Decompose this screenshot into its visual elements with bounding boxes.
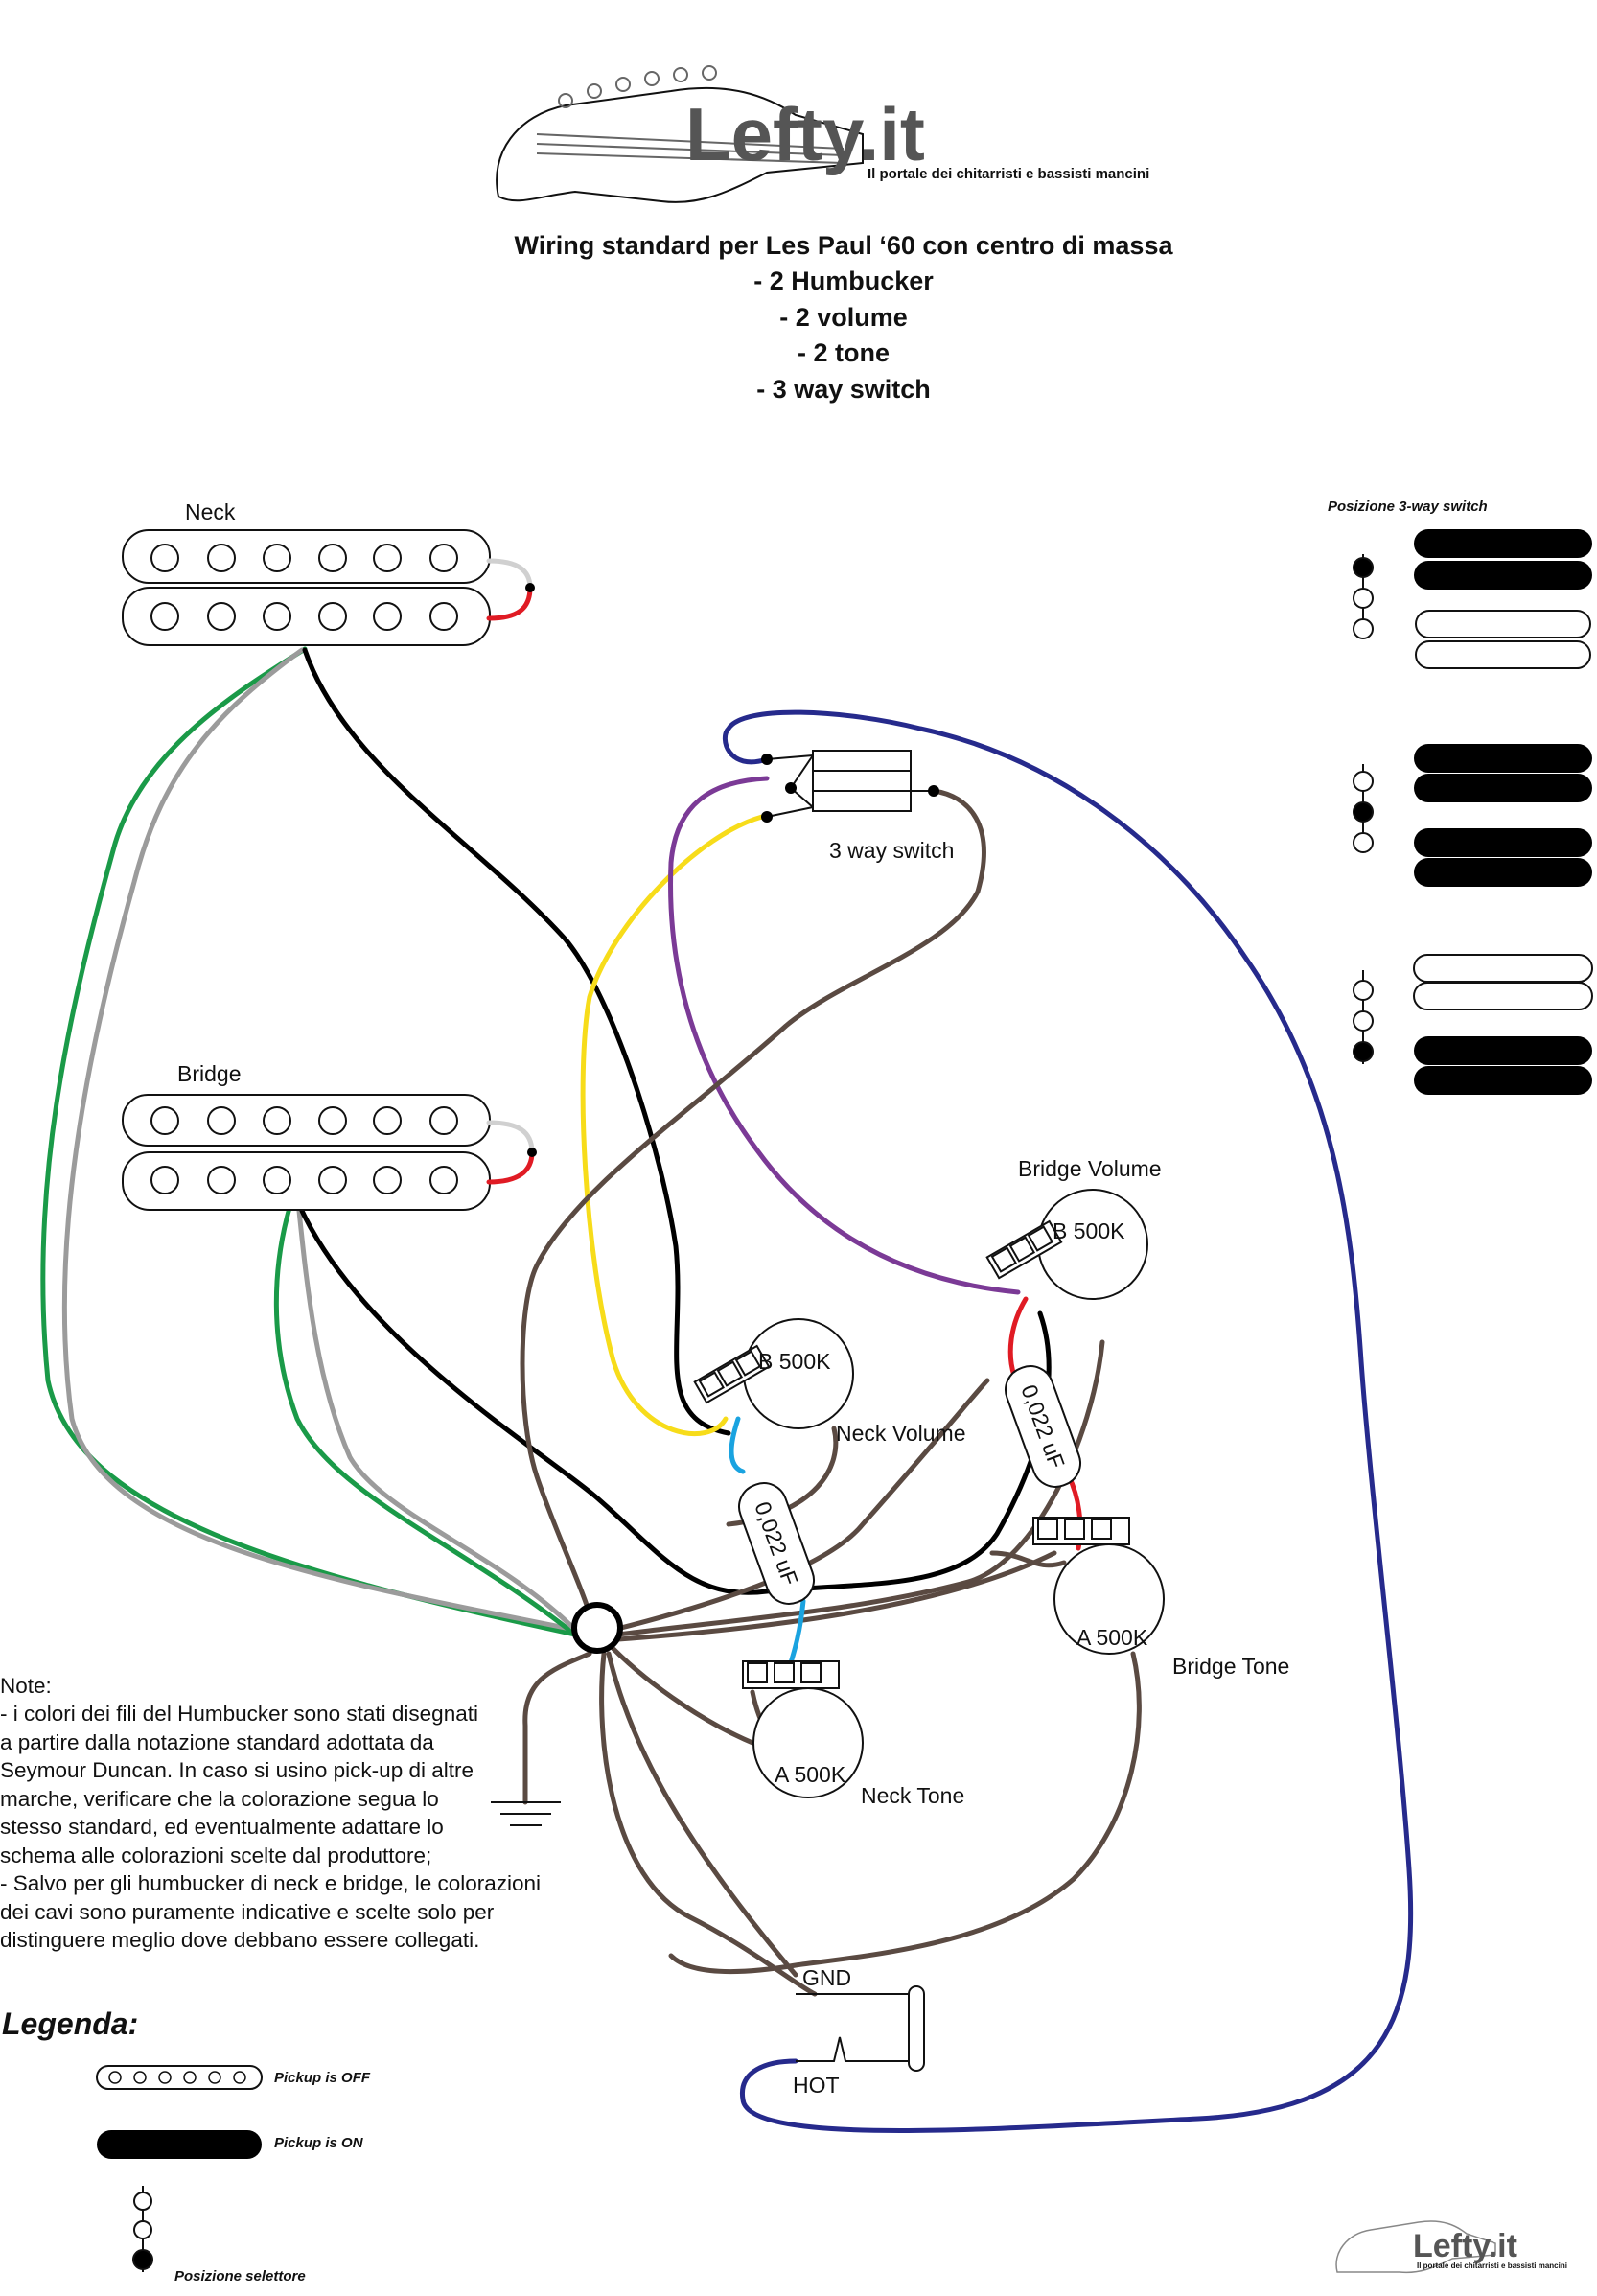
footer-logo-brand: Lefty.it: [1413, 2228, 1517, 2264]
bridge-pickup-label: Bridge: [177, 1061, 241, 1086]
bridge-tone-pot: A 500K Bridge Tone: [1032, 1517, 1289, 1679]
wire-brown-ground-1: [611, 1378, 990, 1633]
output-jack: GND HOT: [793, 1965, 925, 2098]
legend-heading: Legenda:: [2, 2006, 138, 2041]
neck-volume-label: Neck Volume: [836, 1421, 966, 1446]
title-line-2: - 2 Humbucker: [753, 267, 934, 295]
ground-star: [571, 1602, 623, 1654]
bridge-volume-pot: B 500K Bridge Volume: [985, 1156, 1162, 1300]
wire-brown-ground-4: [611, 1646, 760, 1748]
wire-bridge-black: [299, 1208, 1052, 1595]
wire-brown-ground-6: [599, 1651, 818, 1997]
ground-symbol-icon: [491, 1801, 561, 1826]
neck-tone-value: A 500K: [775, 1762, 846, 1787]
switch-position-middle: [1353, 744, 1592, 887]
legend-pickup-off: Pickup is OFF: [96, 2065, 371, 2090]
bridge-tone-value: A 500K: [1076, 1625, 1148, 1650]
wire-brown-bridge-tone: [668, 1651, 1142, 1975]
wire-yellow: [580, 814, 765, 1436]
note-line: dei cavi sono puramente indicative e sce…: [0, 1900, 495, 1924]
bridge-tone-label: Bridge Tone: [1172, 1654, 1289, 1679]
legend-selector-label: Posizione selettore: [174, 2268, 306, 2284]
ground-point-icon: [571, 1602, 623, 1654]
neck-tone-label: Neck Tone: [861, 1783, 964, 1808]
note-line: Seymour Duncan. In caso si usino pick-up…: [0, 1758, 474, 1782]
neck-pickup: Neck: [122, 499, 535, 646]
switch-label: 3 way switch: [829, 838, 954, 863]
page-title: Wiring standard per Les Paul ‘60 con cen…: [515, 231, 1174, 404]
three-way-switch: 3 way switch: [761, 750, 954, 863]
wire-brown-tone-cap: [989, 1550, 1067, 1568]
logo-brand: Lefty.it: [685, 92, 925, 176]
title-line-1: Wiring standard per Les Paul ‘60 con cen…: [515, 231, 1174, 260]
wire-cyan-neck-vol: [729, 1416, 746, 1474]
note-line: schema alle colorazioni scelte dal produ…: [0, 1844, 431, 1867]
wire-brown-switch: [520, 788, 986, 1633]
bridge-pickup: Bridge: [122, 1061, 537, 1211]
switch-position-bridge: [1353, 954, 1593, 1095]
note-line: distinguere meglio dove debbano essere c…: [0, 1928, 479, 1952]
wire-brown-ground-5: [606, 1651, 798, 1978]
note-line: - Salvo per gli humbucker di neck e brid…: [0, 1871, 541, 1895]
wire-neck-gray: [61, 647, 578, 1633]
switch-positions-title: Posizione 3-way switch: [1328, 499, 1488, 515]
neck-pickup-label: Neck: [185, 499, 236, 524]
neck-volume-value: B 500K: [758, 1349, 831, 1374]
wire-red-bridge-vol: [1007, 1296, 1029, 1379]
header-logo: Lefty.it Il portale dei chitarristi e ba…: [496, 65, 1149, 203]
headstock-outline-icon: [496, 86, 864, 203]
note-line: - i colori dei fili del Humbucker sono s…: [0, 1702, 478, 1726]
wire-neck-black: [302, 647, 731, 1436]
jack-gnd-label: GND: [802, 1965, 851, 1990]
jack-hot-label: HOT: [793, 2073, 840, 2098]
bridge-volume-value: B 500K: [1053, 1218, 1125, 1243]
legend-selector: Posizione selettore: [132, 2186, 306, 2284]
neck-volume-pot: B 500K Neck Volume: [693, 1318, 966, 1446]
wire-purple: [668, 776, 1021, 1295]
title-line-4: - 2 tone: [798, 338, 890, 367]
note-line: a partire dalla notazione standard adott…: [0, 1730, 434, 1754]
wire-neck-green: [40, 646, 578, 1637]
wire-bridge-green: [273, 1205, 578, 1637]
footer-logo-tagline: Il portale dei chitarristi e bassisti ma…: [1417, 2261, 1567, 2270]
legend-pickup-on: Pickup is ON: [97, 2130, 364, 2159]
footer-logo: Lefty.it Il portale dei chitarristi e ba…: [1335, 2220, 1567, 2274]
wire-navy: [722, 709, 1414, 2133]
bridge-volume-label: Bridge Volume: [1018, 1156, 1162, 1181]
legend-on-label: Pickup is ON: [274, 2135, 364, 2151]
headstock-small-icon: [1335, 2220, 1496, 2274]
note-line: stesso standard, ed eventualmente adatta…: [0, 1815, 444, 1839]
legend-off-label: Pickup is OFF: [274, 2070, 371, 2086]
switch-positions-panel: Posizione 3-way switch: [1328, 499, 1593, 1095]
wire-brown-ground-3: [615, 1550, 1057, 1642]
switch-position-neck: [1353, 529, 1592, 669]
legend: Legenda: Pickup is OFF Pickup is ON Posi…: [2, 2006, 371, 2284]
logo-tagline: Il portale dei chitarristi e bassisti ma…: [868, 166, 1149, 182]
bridge-capacitor: 0,022 uF: [1005, 1365, 1081, 1488]
wire-bridge-gray: [296, 1208, 578, 1633]
title-line-5: - 3 way switch: [756, 375, 931, 404]
notes: Note: - i colori dei fili del Humbucker …: [0, 1674, 541, 1952]
wire-brown-ground-2: [615, 1339, 1105, 1637]
note-line: marche, verificare che la colorazione se…: [0, 1787, 439, 1811]
note-line: Note:: [0, 1674, 52, 1698]
title-line-3: - 2 volume: [779, 303, 908, 332]
wire-brown-ground-lead: [522, 1651, 592, 1805]
neck-tone-pot: A 500K Neck Tone: [742, 1660, 964, 1808]
